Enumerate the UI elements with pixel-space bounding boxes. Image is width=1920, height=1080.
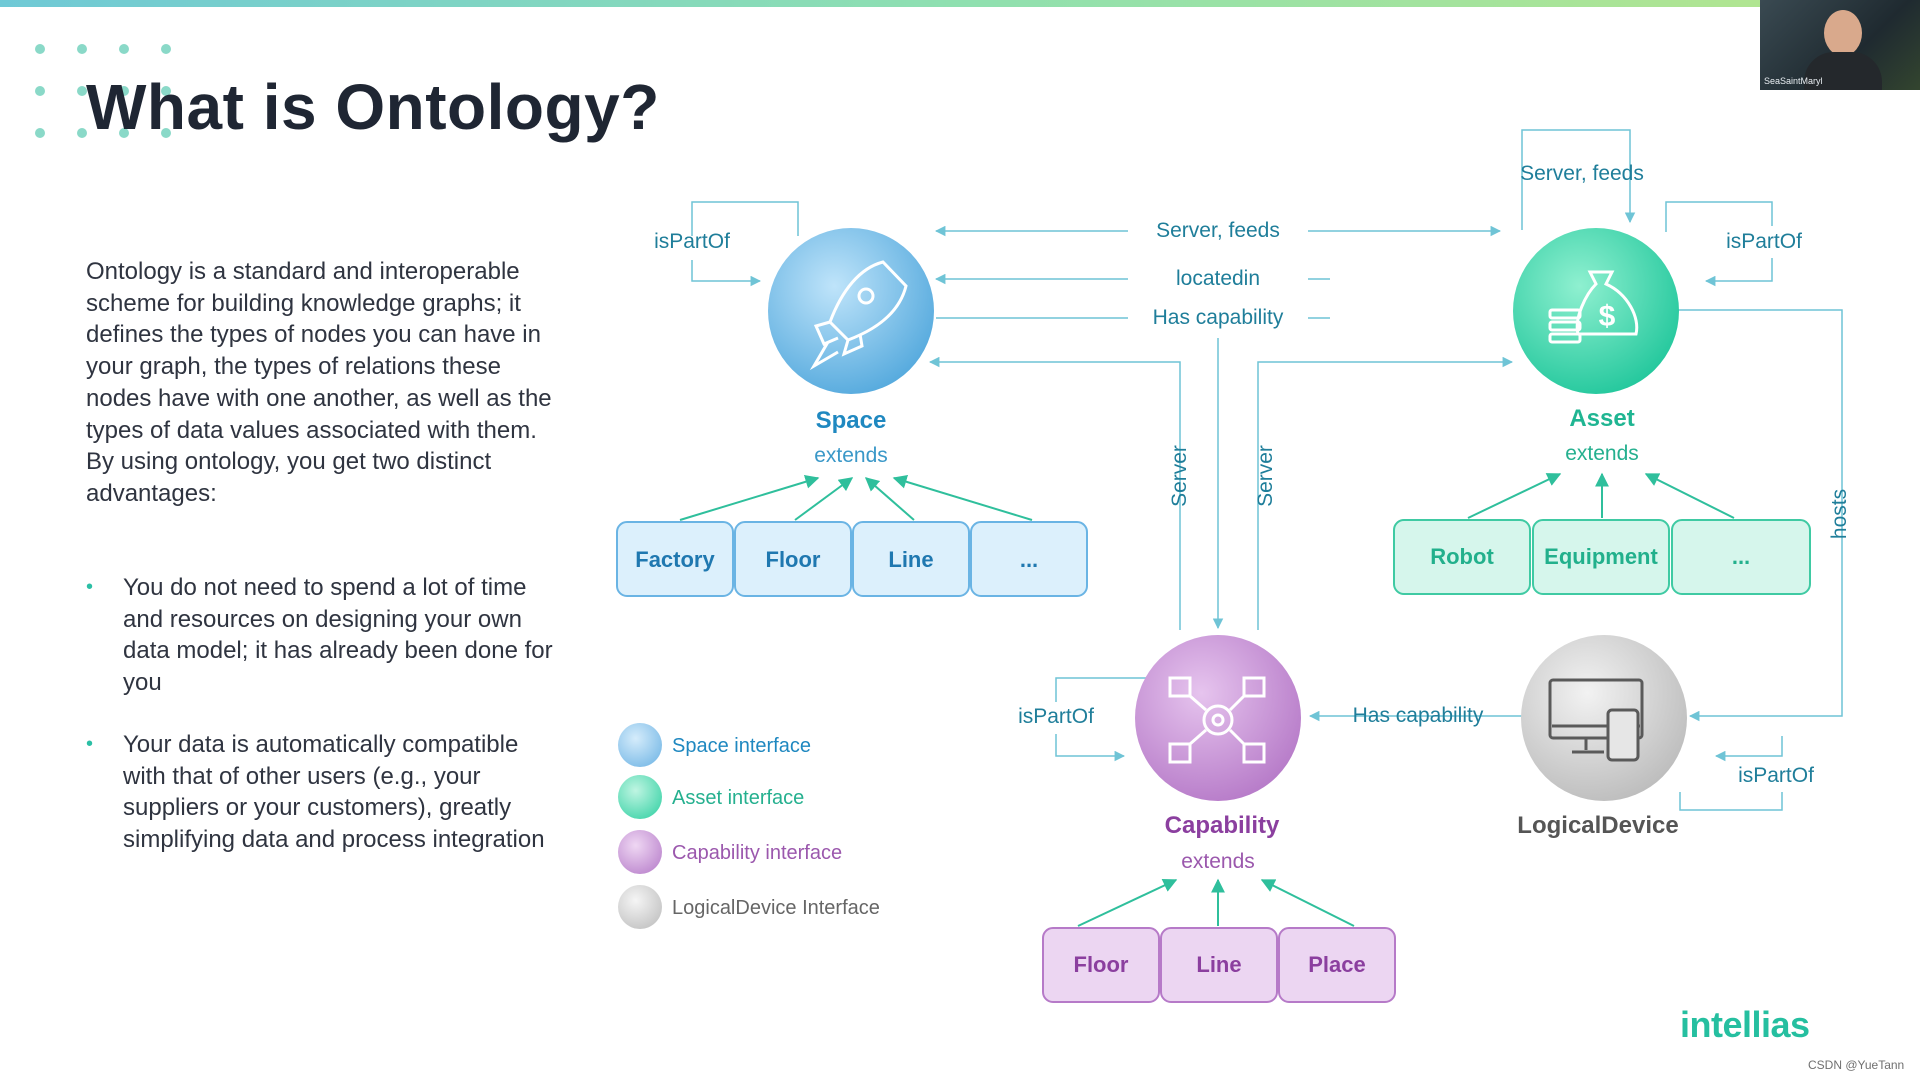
asset-extends-label: extends (1565, 442, 1639, 465)
relation-label: Has capability (1153, 306, 1284, 329)
logical-device-node-name: LogicalDevice (1517, 812, 1678, 839)
asset-node-name: Asset (1569, 405, 1634, 432)
intellias-logo: intellias (1680, 1004, 1810, 1045)
computer-devices-icon (1548, 678, 1644, 762)
money-bag-icon: $ (1548, 270, 1639, 344)
legend-label: Asset interface (672, 787, 804, 809)
capability-node-name: Capability (1165, 812, 1280, 839)
intro-paragraph: Ontology is a standard and interoperable… (86, 258, 552, 507)
capability-child-label: Place (1308, 952, 1366, 977)
legend-swatch-logical-device (618, 885, 662, 929)
legend-swatch-space (618, 723, 662, 767)
relation-label: Server (1254, 445, 1277, 507)
asset-node: $ Asset extends (1513, 228, 1679, 465)
relation-label: isPartOf (1018, 705, 1094, 728)
top-accent-bar (0, 0, 1920, 7)
space-child-label: Floor (766, 547, 821, 572)
rocket-icon (809, 260, 908, 371)
relation-label: Server, feeds (1156, 219, 1280, 242)
asset-child-label: Robot (1430, 544, 1494, 569)
space-child-label: ... (1020, 547, 1038, 572)
webcam-overlay: SeaSaintMaryl (1760, 0, 1920, 90)
asset-child-label: ... (1732, 544, 1750, 569)
list-item: • You do not need to spend a lot of time … (86, 572, 556, 699)
watermark-credit: CSDN @YueTann (1808, 1058, 1905, 1072)
bullet-marker: • (86, 732, 94, 755)
slide-title: What is Ontology? (86, 71, 660, 143)
advantages-list: • You do not need to spend a lot of time … (86, 572, 556, 886)
space-node-name: Space (816, 407, 887, 434)
legend-swatch-asset (618, 775, 662, 819)
relation-label: Server, feeds (1520, 162, 1644, 185)
relation-label: isPartOf (654, 230, 730, 253)
list-item: • Your data is automatically compatible w… (86, 729, 556, 856)
relation-label: locatedin (1176, 267, 1260, 290)
capability-node: Capability extends (1135, 635, 1301, 873)
space-child-label: Factory (635, 547, 715, 572)
relation-label: hosts (1828, 489, 1851, 539)
extends-arrows (679, 472, 1735, 927)
relation-label: Has capability (1353, 704, 1484, 727)
legend: Space interface Asset interface Capabili… (618, 723, 880, 929)
capability-children: Floor Line Place (1042, 927, 1396, 1003)
space-node: Space extends (768, 228, 934, 467)
space-child-label: Line (888, 547, 933, 572)
legend-swatch-capability (618, 830, 662, 874)
svg-text:$: $ (1599, 300, 1616, 333)
bullet-text: Your data is automatically compatible wi… (123, 730, 545, 853)
capability-child-label: Line (1196, 952, 1241, 977)
legend-label: LogicalDevice Interface (672, 897, 880, 919)
asset-children: Robot Equipment ... (1393, 519, 1811, 595)
capability-extends-label: extends (1181, 850, 1255, 873)
space-children: Factory Floor Line ... (616, 521, 1088, 597)
relation-label: Server (1168, 445, 1191, 507)
asset-child-label: Equipment (1544, 544, 1658, 569)
legend-label: Capability interface (672, 842, 842, 864)
bullet-marker: • (86, 576, 94, 598)
legend-label: Space interface (672, 735, 811, 757)
gear-network-icon (1168, 676, 1266, 764)
capability-child-label: Floor (1074, 952, 1129, 977)
logical-device-node: LogicalDevice (1517, 635, 1687, 839)
space-extends-label: extends (814, 444, 888, 467)
relation-label: isPartOf (1726, 230, 1802, 253)
relation-lines (691, 129, 1843, 811)
relation-label: isPartOf (1738, 764, 1814, 787)
presenter-name: SeaSaintMaryl (1764, 76, 1823, 86)
presenter-avatar (1824, 10, 1862, 56)
bullet-text: You do not need to spend a lot of time a… (123, 574, 553, 697)
